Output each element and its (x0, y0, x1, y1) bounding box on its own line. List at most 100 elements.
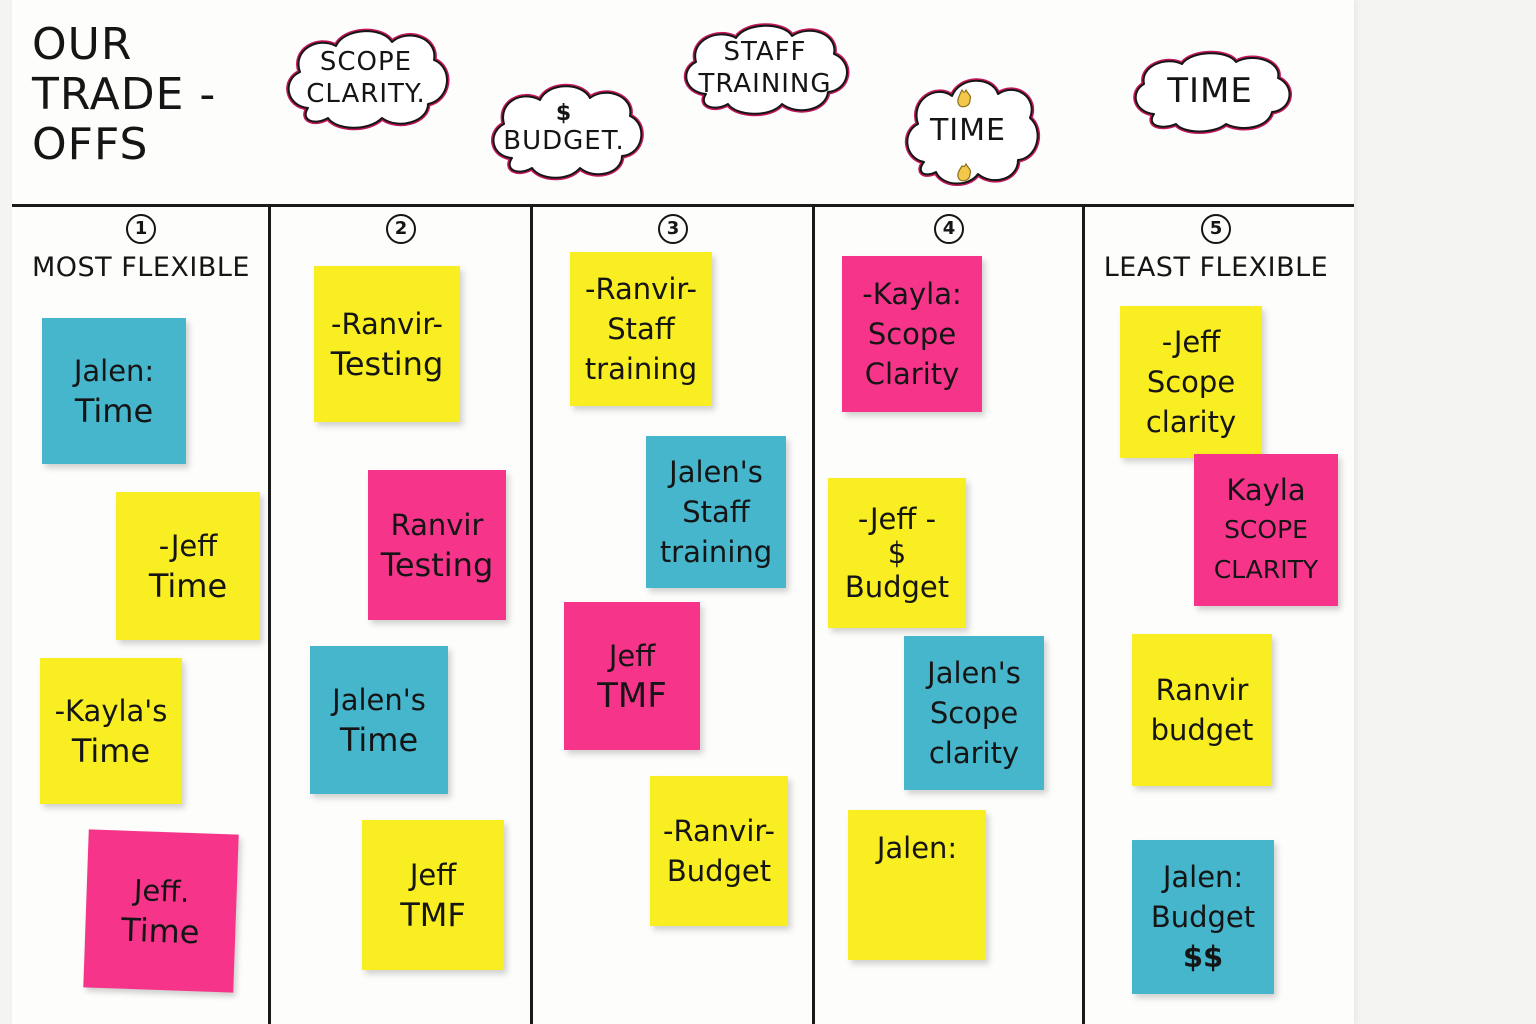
cloud-shape (904, 78, 1041, 186)
cloud-scope-line-2: CLARITY. (306, 79, 426, 109)
sticky-note[interactable]: Jalen: Time (42, 318, 186, 464)
column-label: LEAST FLEXIBLE (1103, 252, 1329, 283)
note-line: -Ranvir- (585, 272, 697, 306)
cloud-scope-clarity: SCOPE CLARITY. (278, 22, 454, 134)
note-line: Ranvir (390, 508, 484, 542)
sticky-note[interactable]: -Jeff - $ Budget (828, 478, 966, 628)
note-line: Budget (1150, 900, 1256, 934)
sticky-note[interactable]: Jeff. Time (83, 829, 239, 993)
note-line: Jalen's (332, 683, 426, 717)
note-line: Staff (607, 312, 675, 346)
sticky-note[interactable]: Kayla SCOPE CLARITY (1194, 454, 1338, 606)
note-line: $ (887, 536, 907, 570)
title-line-2: TRADE - (32, 69, 217, 120)
note-line: Jalen: (876, 831, 958, 865)
note-line: clarity (1145, 405, 1237, 439)
note-line: -Jeff (158, 529, 218, 563)
note-line: Time (339, 721, 419, 759)
sticky-note[interactable]: -Jeff Scope clarity (1120, 306, 1262, 458)
flame-icon (957, 162, 972, 182)
note-line: training (584, 352, 698, 386)
cloud-shape (683, 23, 850, 117)
cloud-time-small: TIME (898, 68, 1041, 194)
note-line: -Kayla: (862, 277, 962, 311)
column-divider (1082, 205, 1085, 1024)
column-header-1: 1 MOST FLEXIBLE (14, 214, 268, 283)
cloud-budget-label: BUDGET. (503, 126, 625, 156)
note-line: Budget (844, 570, 950, 604)
note-line: Scope (1146, 365, 1236, 399)
column-number: 4 (934, 214, 964, 244)
note-line: -Ranvir- (331, 307, 443, 341)
cloud-staff-line-1: STAFF (723, 37, 807, 67)
note-line: Time (148, 567, 228, 605)
title-line-1: OUR (32, 19, 133, 70)
note-line: Clarity (864, 357, 960, 391)
note-line: Jalen: (1162, 860, 1244, 894)
sticky-note[interactable]: Jalen's Time (310, 646, 448, 794)
header-divider (12, 204, 1354, 207)
note-line: TMF (400, 896, 466, 934)
cloud-budget: $ BUDGET. (484, 76, 644, 184)
sticky-note[interactable]: Jeff TMF (564, 602, 700, 750)
column-divider (530, 205, 533, 1024)
cloud-time: TIME (1126, 48, 1294, 134)
column-number: 2 (386, 214, 416, 244)
sticky-note[interactable]: Jalen: Budget $$ (1132, 840, 1274, 994)
note-line: Jeff. (133, 873, 191, 909)
sticky-note[interactable]: -Ranvir- Testing (314, 266, 460, 422)
note-line: Time (74, 392, 154, 430)
column-header-4: 4 (816, 214, 1082, 244)
note-line: -Jeff - (857, 502, 937, 536)
column-number: 3 (658, 214, 688, 244)
column-header-2: 2 (272, 214, 530, 244)
note-line: Scope (867, 317, 957, 351)
note-line: Jalen: (73, 354, 155, 388)
sticky-note[interactable]: Jalen: (848, 810, 986, 960)
sticky-note[interactable]: Jalen's Staff training (646, 436, 786, 588)
note-line: Testing (330, 345, 444, 383)
note-line: training (659, 535, 773, 569)
column-divider (812, 205, 815, 1024)
column-label: MOST FLEXIBLE (32, 252, 250, 283)
note-line: Time (120, 910, 201, 952)
sticky-note[interactable]: -Kayla's Time (40, 658, 182, 804)
column-header-5: 5 LEAST FLEXIBLE (1086, 214, 1346, 283)
cloud-time-label: TIME (1167, 71, 1253, 111)
note-line: Ranvir (1155, 673, 1249, 707)
note-line: SCOPE (1224, 515, 1308, 544)
sticky-note[interactable]: Jalen's Scope clarity (904, 636, 1044, 790)
sticky-note[interactable]: -Kayla: Scope Clarity (842, 256, 982, 412)
note-line: Staff (682, 495, 750, 529)
cloud-time-small-label: TIME (929, 113, 1006, 148)
sticky-note[interactable]: -Jeff Time (116, 492, 260, 640)
cloud-shape (491, 83, 644, 181)
sticky-note[interactable]: Jeff TMF (362, 820, 504, 970)
note-line: Kayla (1226, 473, 1306, 507)
note-line: -Ranvir- (663, 814, 775, 848)
cloud-staff-line-2: TRAINING (698, 69, 832, 99)
note-line: TMF (597, 676, 667, 716)
note-line: -Jeff (1161, 325, 1221, 359)
column-divider (268, 205, 271, 1024)
board-title: OUR TRADE - OFFS (32, 20, 216, 170)
title-line-3: OFFS (32, 119, 149, 170)
cloud-shape (1133, 50, 1292, 134)
sticky-note[interactable]: Ranvir budget (1132, 634, 1272, 786)
note-line: Time (71, 732, 151, 770)
note-line: budget (1150, 713, 1254, 747)
cloud-shape (286, 28, 450, 131)
column-header-3: 3 (534, 214, 812, 244)
cloud-staff-training: STAFF TRAINING (676, 18, 854, 118)
note-line: $$ (1182, 940, 1224, 974)
sticky-note[interactable]: -Ranvir- Budget (650, 776, 788, 926)
column-number: 5 (1201, 214, 1231, 244)
note-line: Jalen's (927, 656, 1021, 690)
flame-icon (957, 88, 972, 108)
sticky-note[interactable]: Ranvir Testing (368, 470, 506, 620)
note-line: Jeff (409, 858, 457, 892)
note-line: -Kayla's (54, 694, 168, 728)
note-line: Testing (380, 546, 494, 584)
dollar-sign-icon: $ (555, 101, 573, 126)
sticky-note[interactable]: -Ranvir- Staff training (570, 252, 712, 406)
